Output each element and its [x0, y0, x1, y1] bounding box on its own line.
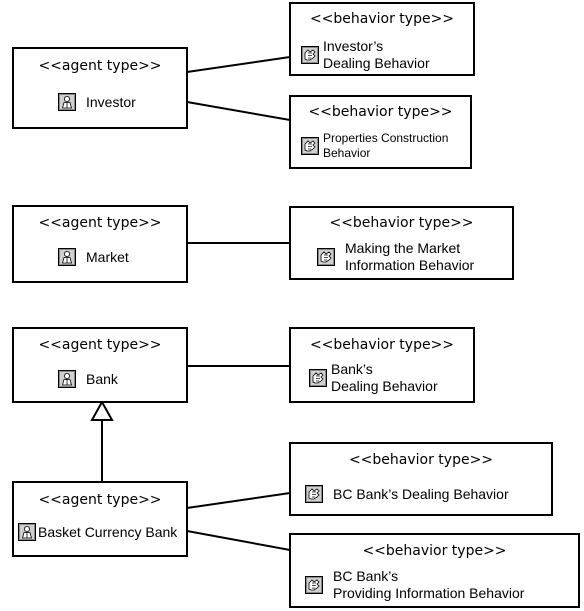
behavior-type-icon	[309, 369, 327, 387]
behavior-box-market-information[interactable]: <<behavior type>> Making the Market Info…	[289, 206, 514, 280]
stereotype-label: <<agent type>>	[38, 58, 162, 74]
generalization-arrowhead	[90, 399, 114, 421]
agent-box-basket-currency-bank[interactable]: <<agent type>> Basket Currency Bank	[12, 481, 188, 557]
behavior-name: BC Bank’s Providing Information Behavior	[333, 568, 525, 601]
agent-type-icon	[18, 523, 36, 541]
behavior-name: Making the Market Information Behavior	[345, 240, 475, 273]
behavior-type-icon	[301, 46, 319, 64]
behavior-box-properties-construction[interactable]: <<behavior type>> Properties Constructio…	[289, 95, 472, 169]
agent-box-bank[interactable]: <<agent type>> Bank	[12, 327, 188, 403]
behavior-name: Bank’s Dealing Behavior	[331, 361, 438, 394]
association-bc-dealing	[186, 492, 291, 509]
behavior-box-bc-bank-dealing[interactable]: <<behavior type>> BC Bank’s Dealing Beha…	[289, 442, 553, 516]
stereotype-label: <<behavior type>>	[329, 215, 474, 231]
agent-name: Basket Currency Bank	[38, 523, 178, 540]
behavior-name: Investor’s Dealing Behavior	[323, 38, 430, 71]
agent-box-investor[interactable]: <<agent type>> Investor	[12, 47, 188, 129]
association-investor-dealing	[186, 56, 291, 73]
agent-name: Bank	[86, 370, 118, 387]
behavior-type-icon	[305, 485, 323, 503]
association-bc-info	[186, 530, 291, 551]
agent-name: Market	[86, 248, 129, 265]
stereotype-label: <<behavior type>>	[309, 11, 455, 27]
stereotype-label: <<behavior type>>	[348, 452, 494, 468]
stereotype-label: <<behavior type>>	[309, 337, 455, 353]
behavior-name: Properties Construction Behavior	[323, 131, 449, 160]
behavior-box-bc-bank-providing-info[interactable]: <<behavior type>> BC Bank’s Providing In…	[289, 533, 580, 608]
agent-box-market[interactable]: <<agent type>> Market	[12, 205, 188, 283]
behavior-type-icon	[317, 248, 335, 266]
agent-type-icon	[58, 93, 76, 111]
behavior-box-investor-dealing[interactable]: <<behavior type>> Investor’s Dealing Beh…	[289, 2, 475, 76]
stereotype-label: <<agent type>>	[38, 215, 162, 231]
behavior-type-icon	[301, 137, 319, 155]
stereotype-label: <<behavior type>>	[362, 543, 507, 559]
stereotype-label: <<agent type>>	[38, 337, 162, 353]
agent-type-icon	[58, 248, 76, 266]
behavior-type-icon	[305, 576, 323, 594]
behavior-name: BC Bank’s Dealing Behavior	[333, 485, 509, 502]
association-investor-properties	[186, 101, 291, 121]
stereotype-label: <<behavior type>>	[308, 104, 453, 120]
agent-name: Investor	[86, 93, 136, 110]
agent-type-icon	[58, 370, 76, 388]
stereotype-label: <<agent type>>	[38, 492, 162, 508]
behavior-box-bank-dealing[interactable]: <<behavior type>> Bank’s Dealing Behavio…	[289, 327, 475, 403]
